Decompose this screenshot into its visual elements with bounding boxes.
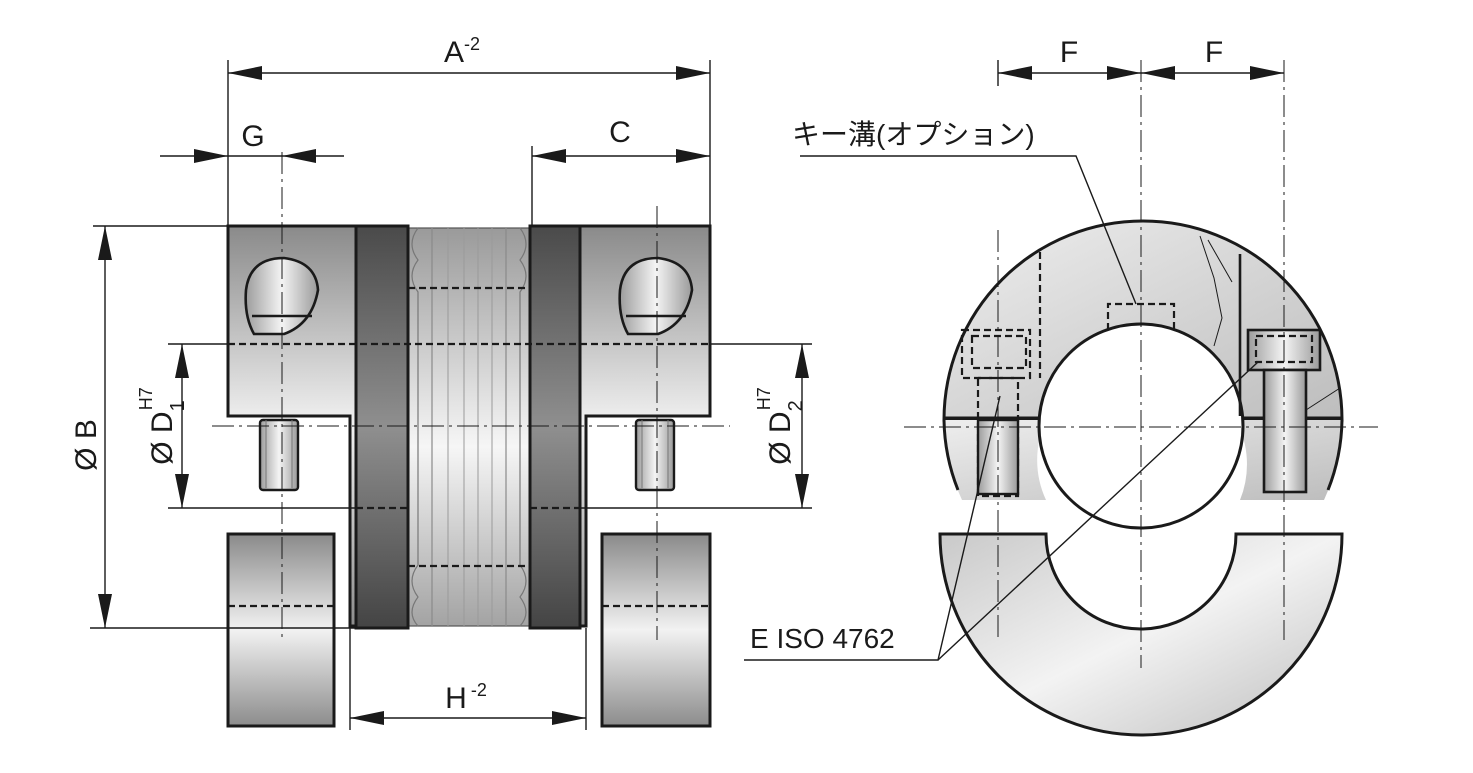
left-screw-shank xyxy=(258,418,300,492)
dim-h-label: H-2 xyxy=(445,680,487,715)
dim-c-label: C xyxy=(609,116,631,149)
bellows xyxy=(407,227,531,627)
keyway-label: キー溝(オプション) xyxy=(792,119,1035,150)
dim-g-label: G xyxy=(241,120,264,153)
dim-d1-label: Ø D1H7 xyxy=(136,387,189,464)
right-screw-head xyxy=(618,256,694,336)
dim-f-right-label: F xyxy=(1205,36,1223,69)
dim-b-label: Ø B xyxy=(70,419,103,471)
dim-f-left-label: F xyxy=(1060,36,1078,69)
left-clamp-half xyxy=(226,532,336,728)
right-socket-screw xyxy=(1238,254,1322,494)
right-clamp-half xyxy=(600,532,712,728)
dim-a-label: A-2 xyxy=(444,34,480,69)
end-view: F F キー溝(オプション) E ISO 4762 xyxy=(744,36,1378,737)
dim-d2-label: Ø D2H7 xyxy=(754,387,807,464)
screw-label: E ISO 4762 xyxy=(750,623,895,654)
right-flange xyxy=(528,224,582,630)
keyway xyxy=(1106,302,1176,330)
side-view: A-2 G C H-2 Ø B Ø D1H7 Ø D2H7 xyxy=(70,34,812,730)
left-flange xyxy=(354,224,410,630)
right-screw-shank xyxy=(634,418,676,492)
